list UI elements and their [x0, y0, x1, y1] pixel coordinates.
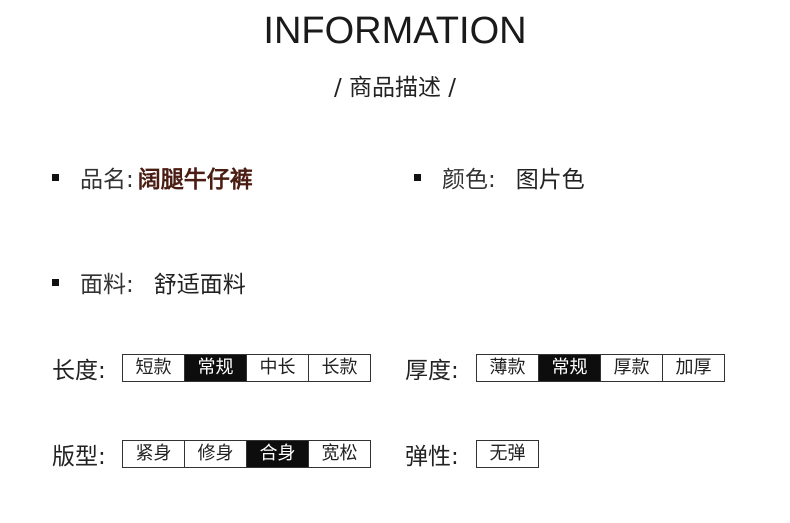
info-fabric: 面料: 舒适面料 — [52, 265, 246, 299]
length-option-2[interactable]: 中长 — [246, 355, 308, 381]
fit-option-3[interactable]: 宽松 — [308, 441, 370, 467]
attr-fit-label: 版型: — [52, 444, 106, 470]
bullet-icon — [414, 173, 421, 181]
fit-option-0[interactable]: 紧身 — [123, 441, 184, 467]
thickness-option-3[interactable]: 加厚 — [662, 355, 724, 381]
fit-option-2[interactable]: 合身 — [246, 441, 308, 467]
bullet-icon — [52, 173, 59, 181]
length-option-3[interactable]: 长款 — [308, 355, 370, 381]
thickness-options: 薄款常规厚款加厚 — [476, 354, 725, 382]
length-options: 短款常规中长长款 — [122, 354, 371, 382]
page-title: INFORMATION — [263, 10, 527, 52]
bullet-icon — [52, 278, 59, 286]
attr-length-label: 长度: — [52, 358, 106, 384]
info-fabric-value: 舒适面料 — [153, 272, 246, 298]
elasticity-option-0[interactable]: 无弹 — [477, 441, 538, 467]
thickness-option-2[interactable]: 厚款 — [600, 355, 662, 381]
info-name: 品名: 阔腿牛仔裤 — [52, 160, 253, 194]
attr-thickness-label: 厚度: — [405, 358, 459, 384]
length-option-1[interactable]: 常规 — [184, 355, 246, 381]
length-option-0[interactable]: 短款 — [123, 355, 184, 381]
page-subtitle: / 商品描述 / — [333, 75, 457, 101]
info-name-label: 品名: — [80, 167, 134, 193]
info-fabric-label: 面料: — [80, 272, 134, 298]
fit-option-1[interactable]: 修身 — [184, 441, 246, 467]
info-color-value: 图片色 — [515, 167, 585, 193]
info-name-value: 阔腿牛仔裤 — [137, 167, 253, 193]
thickness-option-1[interactable]: 常规 — [538, 355, 600, 381]
info-color: 颜色: 图片色 — [414, 160, 585, 194]
fit-options: 紧身修身合身宽松 — [122, 440, 371, 468]
thickness-option-0[interactable]: 薄款 — [477, 355, 538, 381]
elasticity-options: 无弹 — [476, 440, 539, 468]
attr-elasticity-label: 弹性: — [405, 444, 459, 470]
info-color-label: 颜色: — [442, 167, 496, 193]
